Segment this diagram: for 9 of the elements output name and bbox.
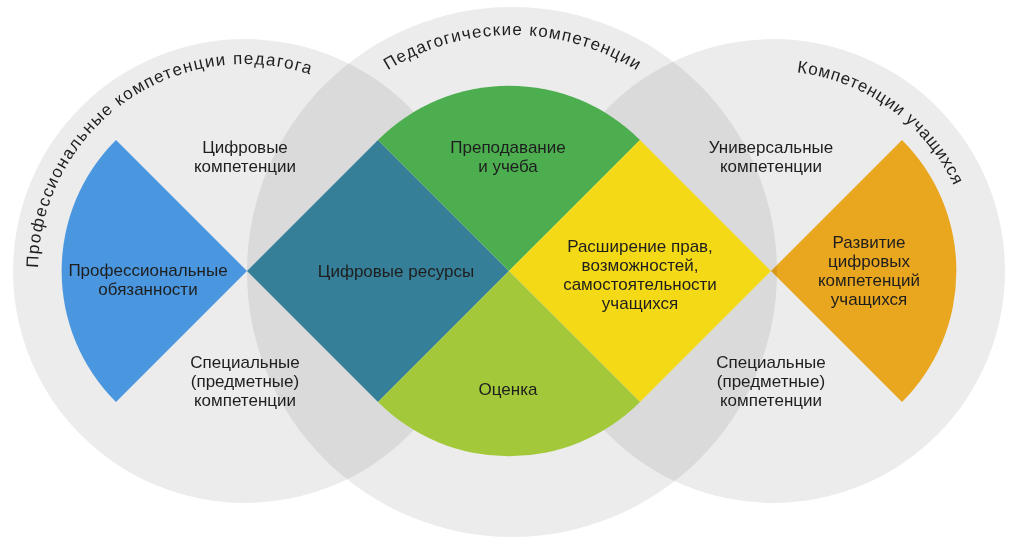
area-label: Специальные (предметные) компетенции <box>715 352 827 410</box>
node-label: Расширение прав, возможностей, самостоятельности учащихся <box>562 237 718 313</box>
area-label: Универсальные компетенции <box>707 138 835 176</box>
area-label: Цифровые компетенции <box>192 138 297 176</box>
node-label: Оценка <box>477 379 539 399</box>
node-label: Цифровые ресурсы <box>316 261 476 281</box>
node-label: Преподавание и учеба <box>449 138 567 176</box>
node-label: Развитие цифровых компетенций учащихся <box>816 233 921 309</box>
area-label: Специальные (предметные) компетенции <box>189 352 301 410</box>
